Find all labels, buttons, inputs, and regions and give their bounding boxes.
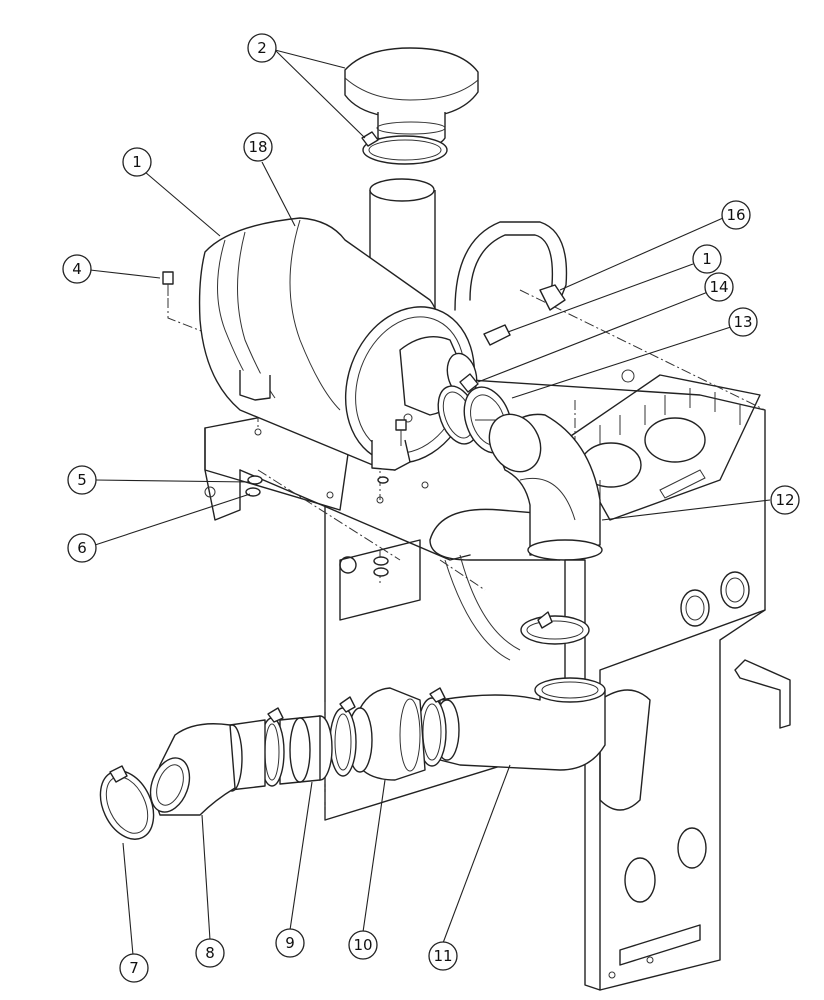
vertical-pipe — [520, 559, 590, 691]
svg-text:12: 12 — [775, 491, 794, 509]
fitting-14 — [459, 373, 479, 393]
svg-text:9: 9 — [285, 934, 295, 952]
svg-text:4: 4 — [72, 260, 82, 278]
lower-elbow-11 — [434, 677, 606, 771]
callout-10: 10 — [348, 930, 378, 960]
engine-plate — [564, 369, 761, 521]
callout-8: 8 — [195, 938, 225, 968]
callout-11: 11 — [428, 941, 458, 971]
gauge-right — [720, 571, 750, 609]
hose-assembly — [221, 687, 447, 792]
callout-6: 6 — [67, 533, 97, 563]
callout-9: 9 — [275, 928, 305, 958]
svg-text:16: 16 — [726, 206, 745, 224]
leader-lines — [89, 49, 771, 956]
inlet-hose-8 — [149, 723, 236, 816]
restriction-indicator — [483, 324, 511, 346]
callout-18: 18 — [243, 132, 273, 162]
svg-text:13: 13 — [733, 313, 752, 331]
callout-1-right: 1 — [692, 244, 722, 274]
svg-text:6: 6 — [77, 539, 87, 557]
svg-text:1: 1 — [132, 153, 142, 171]
svg-text:8: 8 — [205, 944, 215, 962]
callout-1-left: 1 — [122, 147, 152, 177]
svg-text:1: 1 — [702, 250, 712, 268]
washer-nut-5 — [245, 475, 263, 497]
gauge-left — [680, 589, 710, 627]
clamp-7 — [99, 765, 155, 840]
callout-14: 14 — [704, 272, 734, 302]
svg-text:10: 10 — [353, 936, 372, 954]
callout-2: 2 — [247, 33, 277, 63]
svg-text:18: 18 — [248, 138, 267, 156]
upper-clamp — [361, 131, 448, 165]
precleaner-cap — [344, 47, 479, 149]
svg-text:7: 7 — [129, 959, 139, 977]
washer-nut-center — [373, 476, 389, 577]
elbow-12 — [488, 413, 603, 561]
bolt-4 — [162, 271, 174, 296]
callout-7: 7 — [119, 953, 149, 983]
svg-text:2: 2 — [257, 39, 267, 57]
callout-5: 5 — [67, 465, 97, 495]
vacuator-hose — [454, 221, 568, 311]
mounting-panel — [324, 379, 791, 991]
svg-text:5: 5 — [77, 471, 87, 489]
svg-text:11: 11 — [433, 947, 452, 965]
callout-12: 12 — [770, 485, 800, 515]
callout-4: 4 — [62, 254, 92, 284]
svg-text:14: 14 — [709, 278, 728, 296]
bolt-center — [395, 419, 407, 446]
callout-16: 16 — [721, 200, 751, 230]
callout-13: 13 — [728, 307, 758, 337]
